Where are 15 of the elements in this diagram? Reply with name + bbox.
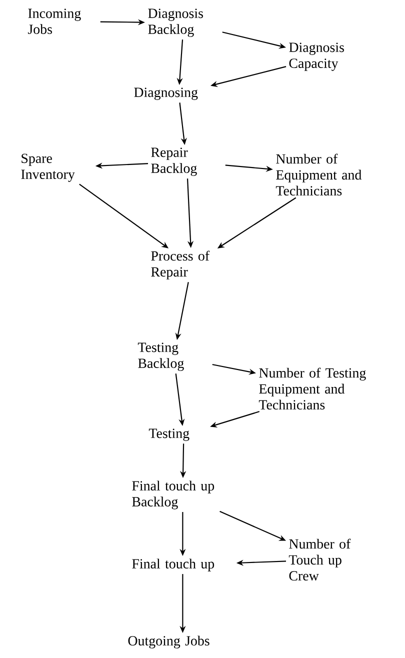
flow-label: Spare Inventory: [21, 154, 75, 182]
flow-label: Process of Repair: [151, 250, 210, 280]
flow-label: Number of Equipment and Technicians: [276, 154, 362, 196]
flow-label: Final touch up: [132, 558, 214, 572]
flow-label: Number of Testing Equipment and Technicians: [258, 368, 366, 410]
flow-label: Diagnosis Capacity: [289, 42, 344, 71]
flow-label: Diagnosing: [134, 88, 198, 100]
flow-label: Outgoing Jobs: [128, 636, 210, 648]
flow-label: Testing: [148, 428, 190, 441]
flow-label: Testing Backlog: [138, 342, 184, 371]
flow-label: Final touch up Backlog: [132, 480, 214, 510]
flow-label: Incoming Jobs: [28, 8, 81, 34]
flow-label: Diagnosis Backlog: [148, 8, 203, 37]
flow-label: Number of Touch up Crew: [288, 538, 351, 581]
flow-label: Repair Backlog: [151, 148, 197, 176]
